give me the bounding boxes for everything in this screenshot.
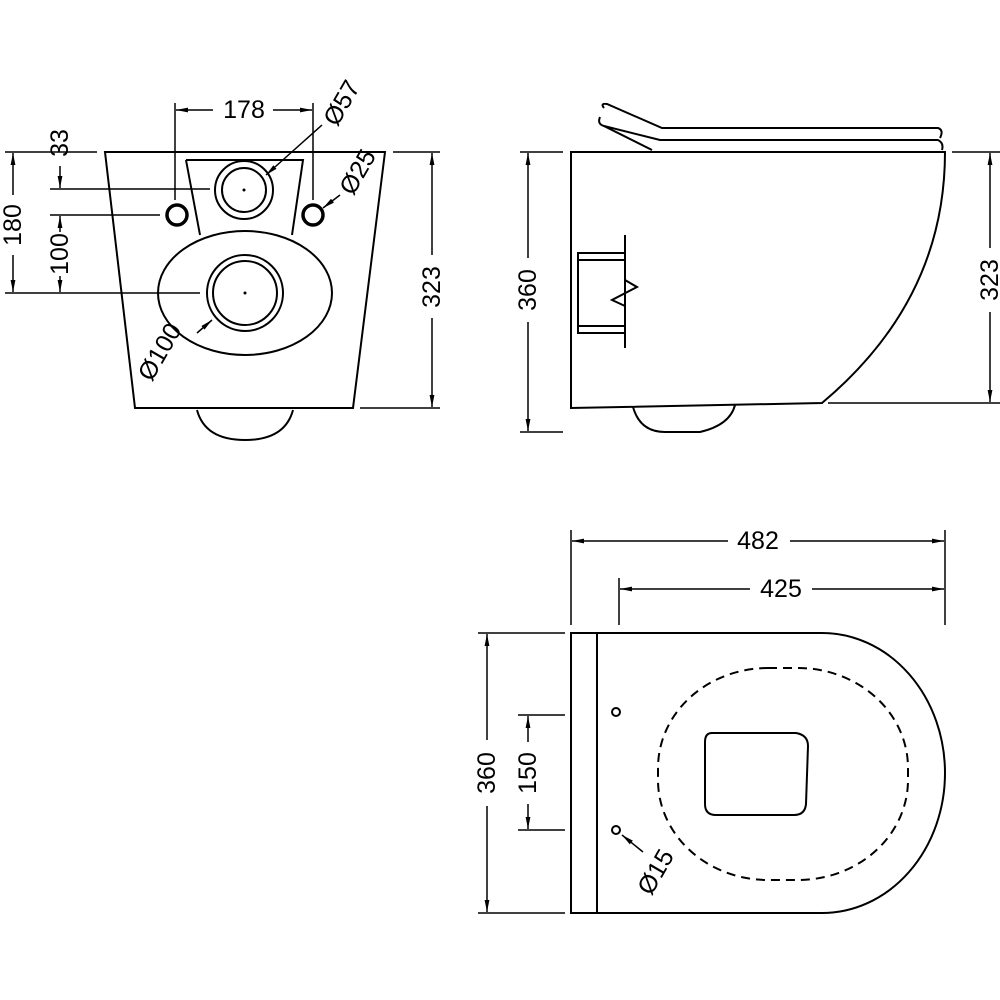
dim-482: 482	[737, 527, 779, 555]
seat-lid-lower	[598, 116, 944, 151]
fixing-hole-left	[165, 203, 189, 227]
front-inner-panel	[185, 159, 305, 236]
side-bulge	[632, 404, 736, 433]
bowl-opening	[704, 732, 810, 816]
dim-180: 180	[0, 204, 27, 246]
small-outlet-inner	[221, 167, 267, 213]
wall-bracket	[577, 235, 640, 348]
dim-360-top: 360	[473, 752, 501, 794]
dim-33: 33	[46, 129, 74, 157]
seat-rim-dashed	[657, 667, 909, 881]
dim-323-front: 323	[418, 266, 446, 308]
seat-lid-upper	[601, 102, 943, 139]
dim-150: 150	[514, 752, 542, 794]
large-outlet-outer	[206, 254, 284, 332]
dim-323-side: 323	[976, 259, 1000, 301]
seat-hole-top	[611, 707, 621, 717]
top-view: 482 425 360 150 Ø15	[473, 527, 946, 914]
fixing-hole-right	[301, 203, 325, 227]
dim-dia-100: Ø100	[133, 319, 188, 386]
top-body-outline	[570, 632, 946, 914]
small-outlet-outer	[214, 160, 274, 220]
dim-178: 178	[223, 96, 265, 124]
dim-dia-15: Ø15	[632, 845, 680, 900]
front-bulge	[196, 409, 294, 442]
seat-hole-bottom	[611, 825, 621, 835]
front-view: 178 Ø57 Ø25 Ø100 180 33 100 323	[0, 76, 446, 442]
dim-100: 100	[46, 233, 74, 275]
dim-dia-57: Ø57	[318, 76, 366, 131]
dim-360-side: 360	[514, 269, 542, 311]
side-view: 360 323	[514, 102, 1000, 433]
dim-425: 425	[760, 575, 802, 603]
side-body-outline	[570, 151, 947, 410]
large-outlet-inner	[212, 260, 278, 326]
